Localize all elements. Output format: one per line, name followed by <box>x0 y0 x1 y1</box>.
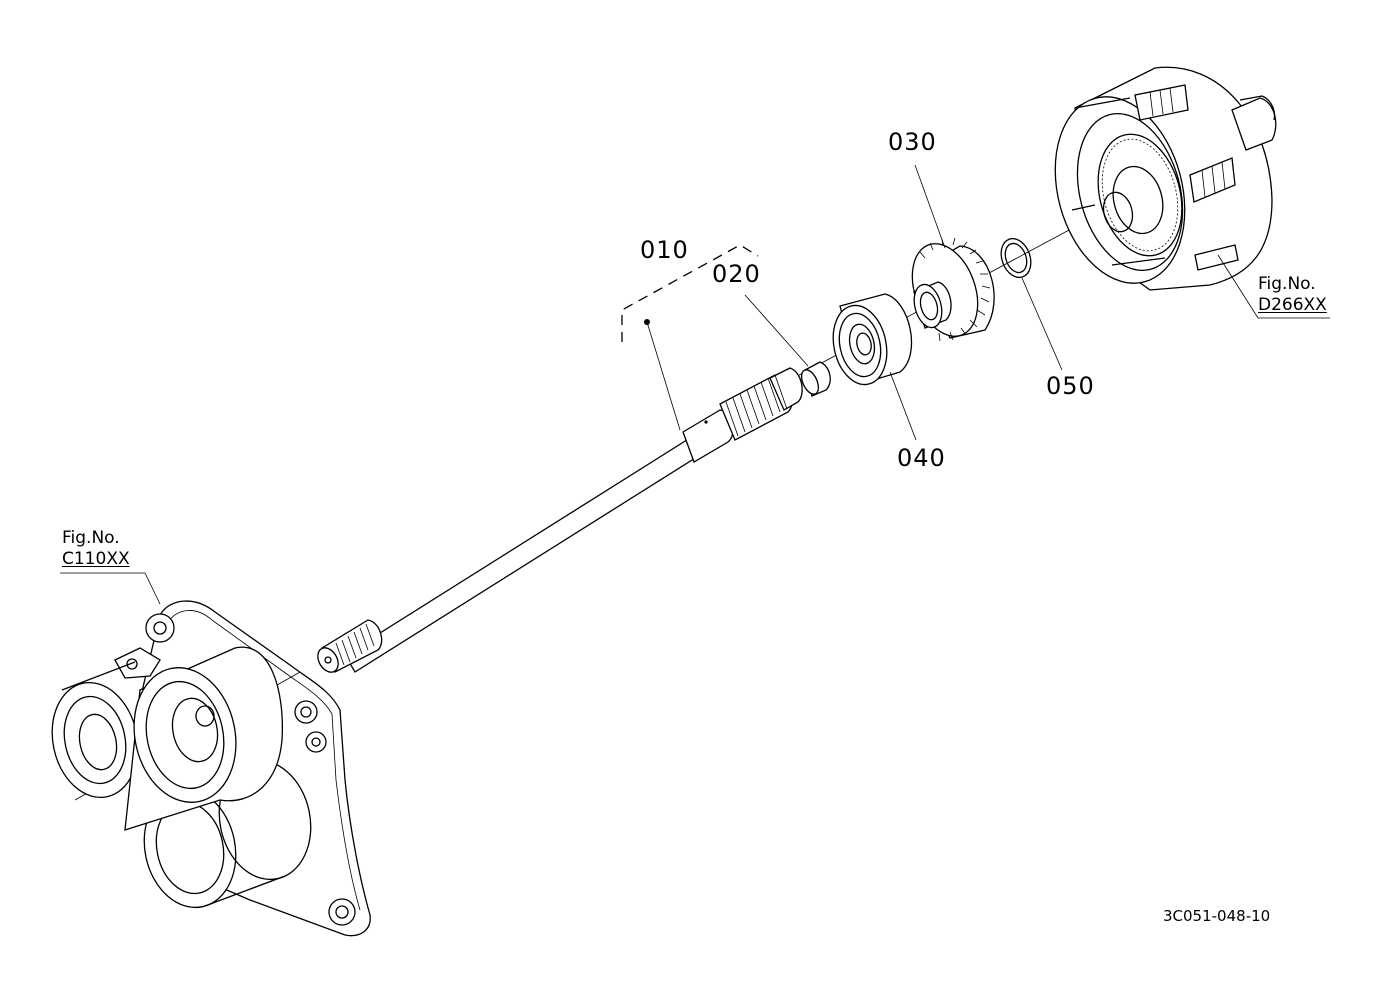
fig-ref-right-label: Fig.No. <box>1258 274 1316 294</box>
leader-040 <box>889 371 917 441</box>
leader-fig-c110xx <box>60 572 161 605</box>
fig-ref-right[interactable]: Fig.No. D266XX <box>1258 274 1327 317</box>
collar-020 <box>800 361 831 397</box>
bearing-040 <box>832 293 913 386</box>
fig-ref-right-code[interactable]: D266XX <box>1258 295 1327 316</box>
callout-020: 020 <box>712 260 761 288</box>
snap-ring-050 <box>1000 237 1032 279</box>
callout-050: 050 <box>1046 372 1095 400</box>
assembly-bracket-010 <box>621 244 759 342</box>
fig-ref-left[interactable]: Fig.No. C110XX <box>62 528 130 571</box>
gear-030 <box>911 237 995 342</box>
leader-010 <box>646 321 681 431</box>
callout-010: 010 <box>640 236 689 264</box>
fig-ref-left-label: Fig.No. <box>62 528 120 548</box>
leader-fig-d266xx <box>1217 254 1330 319</box>
right-clutch-housing <box>1054 66 1277 291</box>
left-housing <box>51 600 371 937</box>
callout-040: 040 <box>897 444 946 472</box>
leader-030 <box>914 164 946 249</box>
leader-020 <box>744 294 809 367</box>
fig-ref-left-code[interactable]: C110XX <box>62 549 130 570</box>
document-code: 3C051-048-10 <box>1163 907 1271 925</box>
leader-050 <box>1021 277 1063 371</box>
callout-030: 030 <box>888 128 937 156</box>
shaft-010 <box>317 367 803 673</box>
